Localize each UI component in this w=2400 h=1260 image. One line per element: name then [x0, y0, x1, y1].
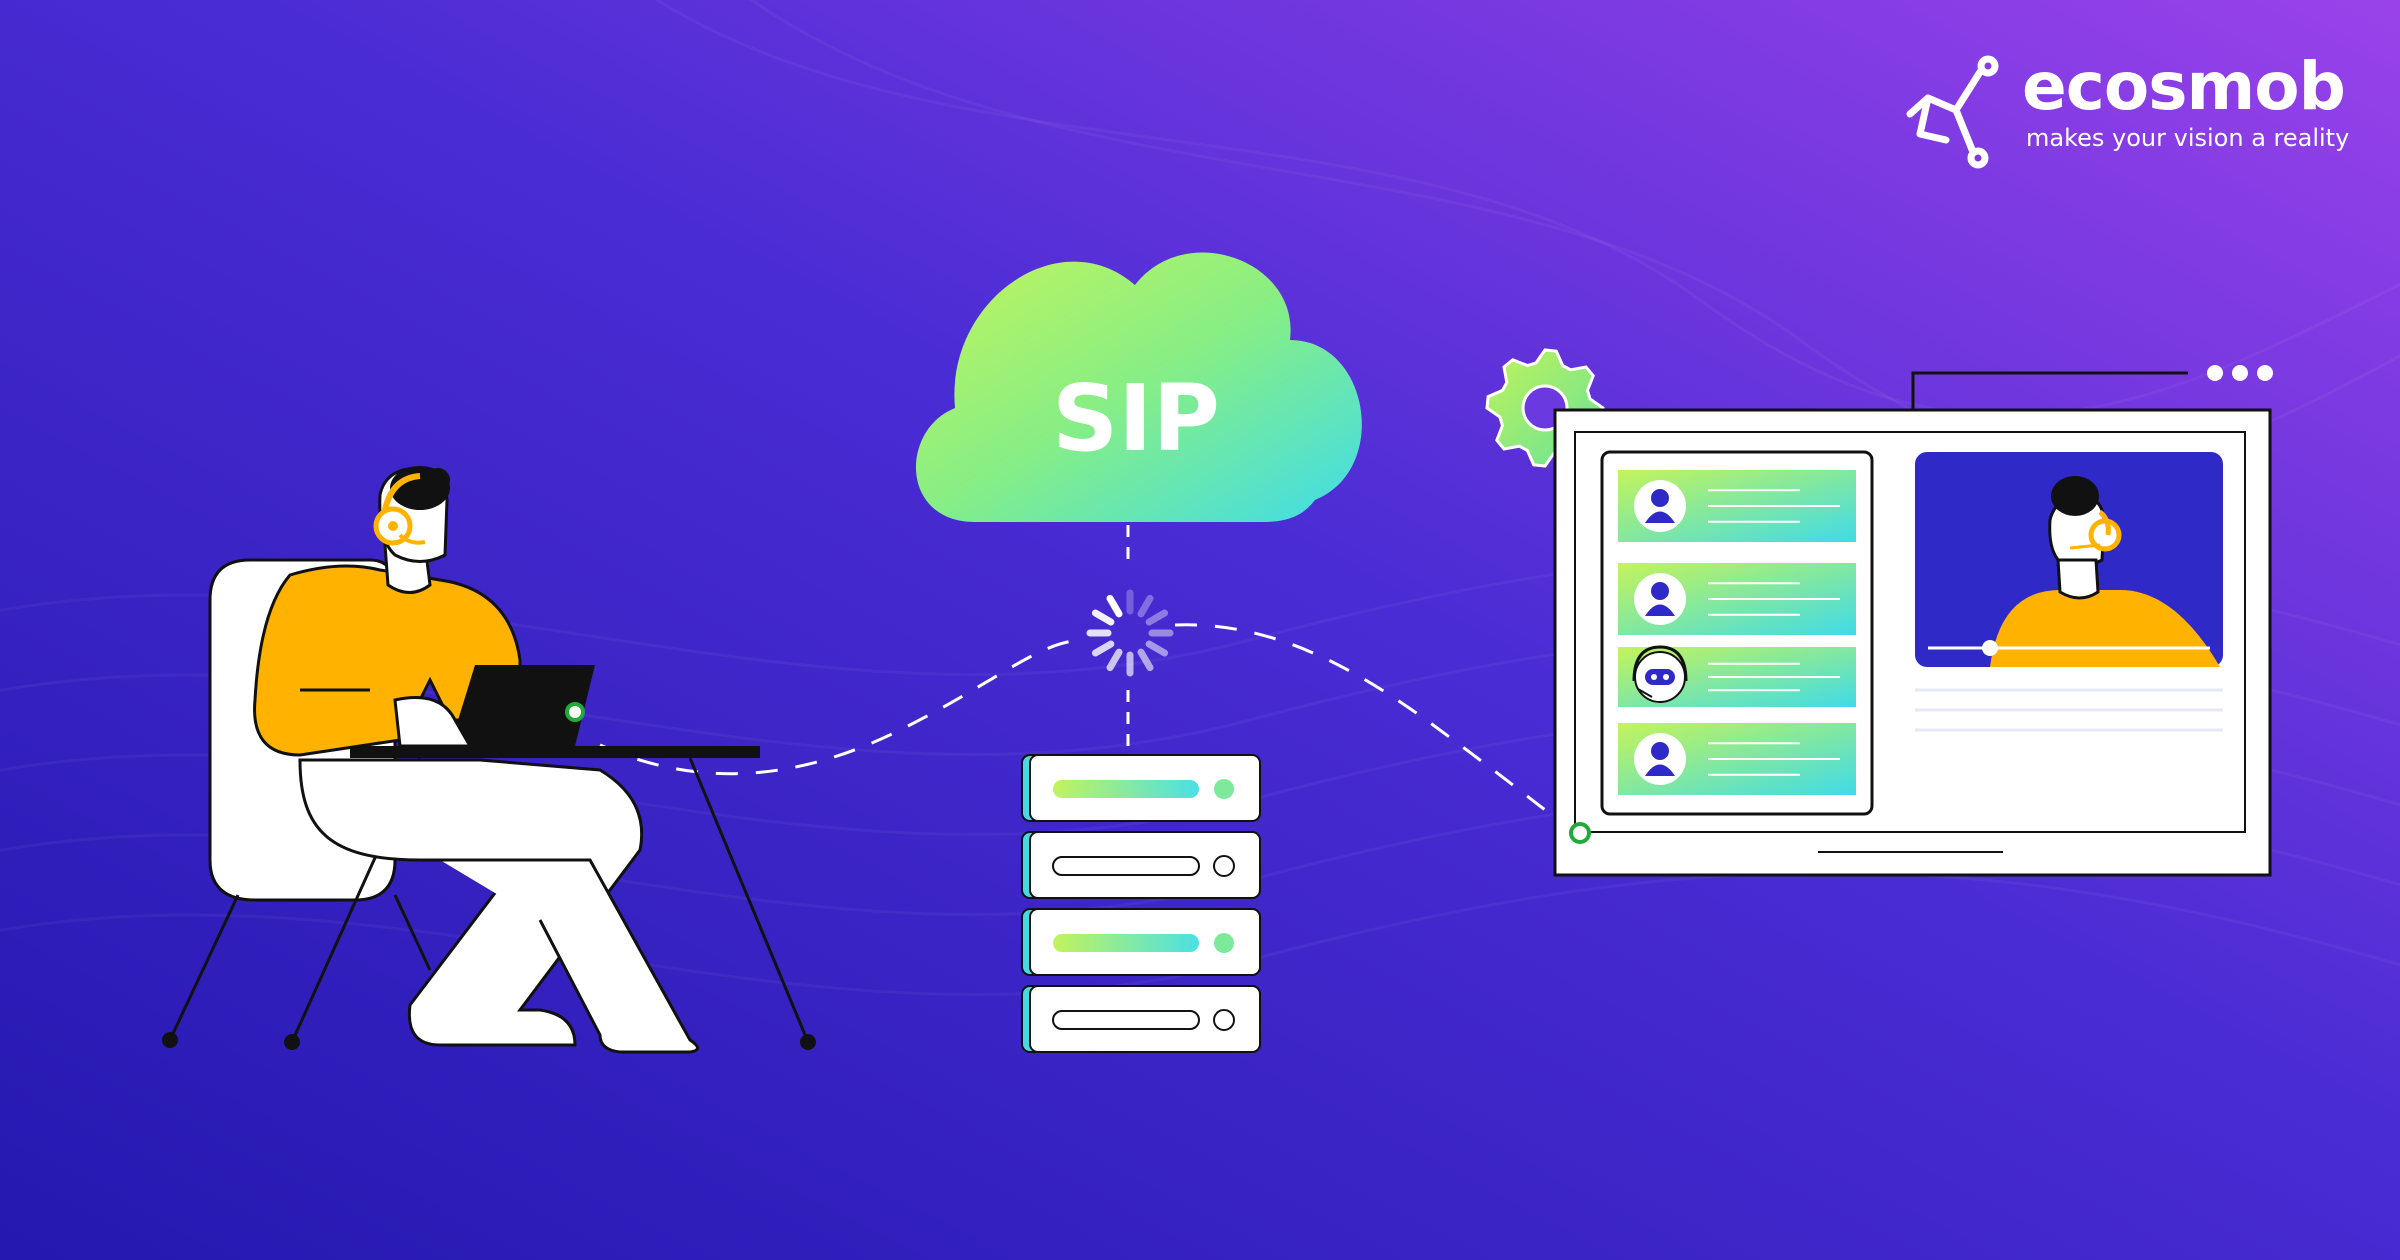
loading-spinner-icon [1086, 589, 1174, 677]
server-unit [1021, 985, 1261, 1053]
connection-line-left [599, 638, 1086, 776]
bot-headset-icon [1632, 645, 1688, 703]
spinner-tick [1145, 640, 1169, 657]
placeholder-lines [1915, 688, 2223, 732]
video-call-icon [1915, 452, 2223, 667]
dashboard-window [1485, 348, 2273, 877]
window-dots [2207, 365, 2273, 381]
cloud-icon: SIP [915, 252, 1362, 523]
laptop-icon [450, 665, 595, 746]
contact-row [1618, 470, 1856, 542]
server-unit [1021, 831, 1261, 899]
connected-nodes-icon [1906, 55, 1999, 169]
spinner-tick [1106, 648, 1123, 672]
server-rack-icon [1021, 754, 1261, 1053]
brand-name: ecosmob [2022, 48, 2346, 125]
brand-tagline: makes your vision a reality [2026, 124, 2350, 152]
contact-row [1618, 563, 1856, 635]
connection-line-right [1174, 623, 1576, 827]
cloud-label: SIP [1052, 365, 1220, 472]
spinner-tick [1145, 609, 1169, 626]
desk [350, 746, 760, 758]
headset-icon [373, 473, 426, 546]
contact-row [1618, 723, 1856, 795]
user-icon [1634, 573, 1686, 625]
spinner-tick [1091, 640, 1115, 657]
user-icon [1634, 733, 1686, 785]
user-icon [1634, 480, 1686, 532]
spinner-tick [1106, 594, 1123, 618]
spinner-tick [1091, 609, 1115, 626]
server-unit [1021, 908, 1261, 976]
status-led [565, 702, 585, 722]
brand-logo: ecosmob makes your vision a reality [1898, 48, 2350, 172]
server-unit [1021, 754, 1261, 822]
spinner-tick [1137, 648, 1154, 672]
spinner-tick [1137, 594, 1154, 618]
person-at-laptop [162, 466, 816, 1054]
contact-row-bot [1618, 645, 1856, 707]
